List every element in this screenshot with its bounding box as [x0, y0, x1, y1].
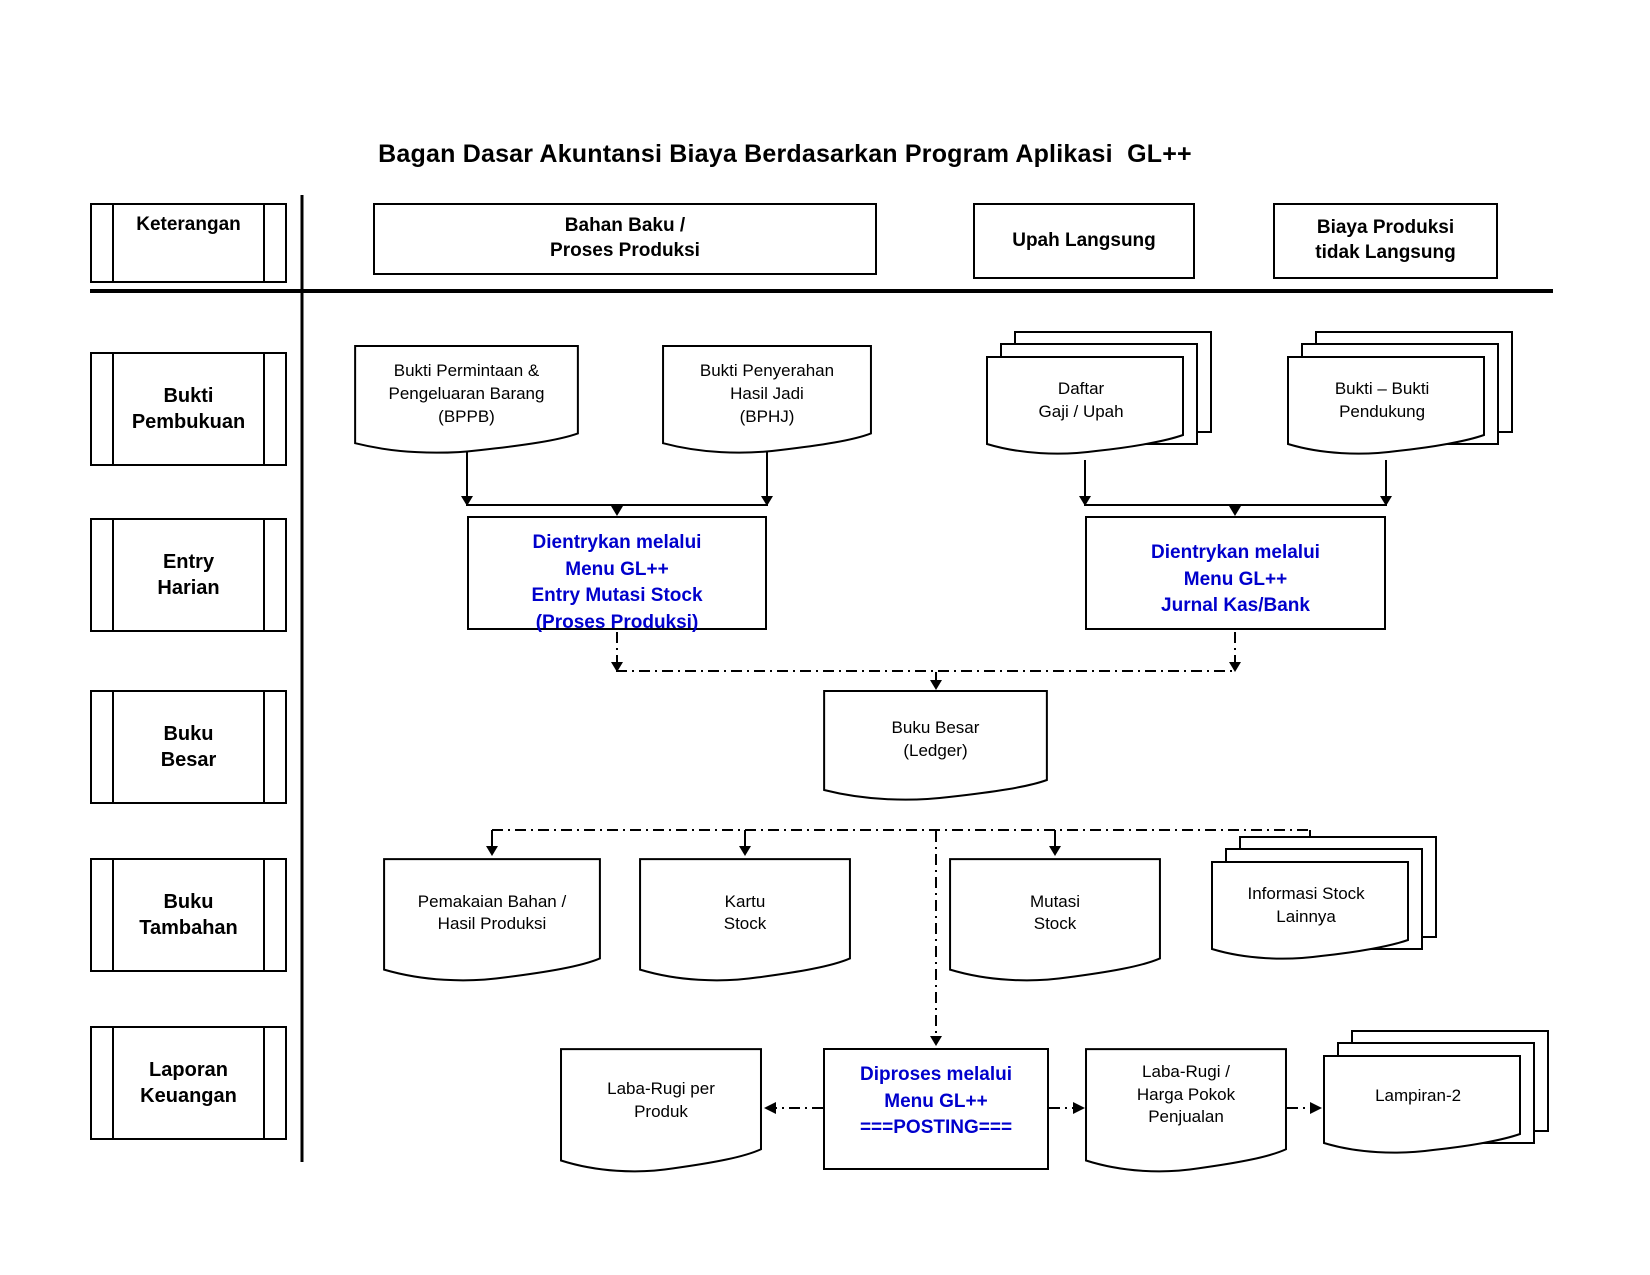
tab-bar	[112, 860, 114, 970]
tab-bar	[263, 205, 265, 281]
process-label: Dientrykan melalui Menu GL++ Entry Mutas…	[531, 532, 703, 633]
doc-label: Bukti – Bukti Pendukung	[1334, 378, 1430, 421]
doc-label: Bukti Permintaan & Pengeluaran Barang (B…	[388, 361, 545, 427]
doc-label: Bukti Penyerahan Hasil Jadi (BPHJ)	[699, 361, 835, 427]
tab-bar	[263, 692, 265, 802]
doc-kartu-stock: Kartu Stock	[639, 858, 851, 983]
legend-label: Buku Besar	[160, 723, 217, 771]
legend-label: Buku Tambahan	[139, 891, 238, 939]
doc-label: Daftar Gaji / Upah	[1038, 378, 1124, 421]
column-header-bahan-baku: Bahan Baku / Proses Produksi	[373, 203, 877, 275]
tab-bar	[112, 354, 114, 464]
legend-box-bukti-pembukuan: Bukti Pembukuan	[90, 352, 287, 466]
process-label: Dientrykan melalui Menu GL++ Jurnal Kas/…	[1151, 542, 1320, 617]
doc-laba-rugi-per-produk: Laba-Rugi per Produk	[560, 1048, 762, 1174]
doc-label: Mutasi Stock	[1029, 891, 1081, 934]
doc-mutasi-stock: Mutasi Stock	[949, 858, 1161, 983]
process-entry-mutasi-stock: Dientrykan melalui Menu GL++ Entry Mutas…	[467, 516, 767, 633]
legend-box-buku-tambahan: Buku Tambahan	[90, 858, 287, 972]
doc-label: Pemakaian Bahan / Hasil Produksi	[417, 891, 567, 934]
column-header-upah-langsung: Upah Langsung	[973, 203, 1195, 279]
document-shape	[560, 1048, 762, 1174]
stack-daftar-gaji: Daftar Gaji / Upah	[987, 357, 1183, 461]
tab-bar	[112, 520, 114, 630]
document-shape	[383, 858, 601, 983]
stack-informasi-stock: Informasi Stock Lainnya	[1212, 862, 1408, 966]
column-header-biaya-produksi: Biaya Produksi tidak Langsung	[1273, 203, 1498, 279]
legend-label: Laporan Keuangan	[140, 1059, 237, 1107]
legend-label: Entry Harian	[157, 551, 220, 599]
doc-bphj: Bukti Penyerahan Hasil Jadi (BPHJ)	[662, 345, 872, 455]
tab-bar	[263, 860, 265, 970]
process-jurnal-kas-bank: Dientrykan melalui Menu GL++ Jurnal Kas/…	[1085, 516, 1386, 630]
doc-buku-besar: Buku Besar (Ledger)	[823, 690, 1048, 802]
doc-label: Lampiran-2	[1375, 1086, 1462, 1106]
process-posting: Diproses melalui Menu GL++ ===POSTING===	[823, 1048, 1049, 1170]
tab-bar	[263, 354, 265, 464]
stack-bukti-pendukung: Bukti – Bukti Pendukung	[1288, 357, 1484, 461]
doc-label: Informasi Stock Lainnya	[1247, 883, 1365, 926]
stacked-documents-shape	[986, 331, 1212, 461]
doc-bppb: Bukti Permintaan & Pengeluaran Barang (B…	[354, 345, 579, 455]
document-shape	[662, 345, 872, 455]
legend-box-entry-harian: Entry Harian	[90, 518, 287, 632]
tab-bar	[112, 692, 114, 802]
document-shape	[1085, 1048, 1287, 1174]
stack-lampiran: Lampiran-2	[1324, 1056, 1520, 1160]
doc-label: Kartu Stock	[723, 891, 767, 934]
doc-pemakaian-bahan: Pemakaian Bahan / Hasil Produksi	[383, 858, 601, 983]
document-shape	[639, 858, 851, 983]
tab-bar	[112, 1028, 114, 1138]
process-label: Diproses melalui Menu GL++ ===POSTING===	[859, 1064, 1013, 1139]
legend-box-laporan-keuangan: Laporan Keuangan	[90, 1026, 287, 1140]
tab-bar	[112, 205, 114, 281]
document-shape	[949, 858, 1161, 983]
doc-label: Buku Besar (Ledger)	[891, 717, 980, 760]
legend-label: Bukti Pembukuan	[131, 385, 246, 433]
stacked-documents-shape	[1211, 836, 1437, 966]
doc-laba-rugi-hpp: Laba-Rugi / Harga Pokok Penjualan	[1085, 1048, 1287, 1174]
doc-label: Laba-Rugi / Harga Pokok Penjualan	[1136, 1061, 1236, 1127]
tab-bar	[263, 1028, 265, 1138]
legend-label: Keterangan	[136, 214, 241, 235]
doc-label: Laba-Rugi per Produk	[607, 1079, 715, 1122]
legend-box-buku-besar: Buku Besar	[90, 690, 287, 804]
document-shape	[354, 345, 579, 455]
stacked-documents-shape	[1287, 331, 1513, 461]
stacked-documents-shape	[1323, 1030, 1549, 1160]
legend-box-keterangan: Keterangan	[90, 203, 287, 283]
page-title: Bagan Dasar Akuntansi Biaya Berdasarkan …	[378, 140, 1192, 168]
tab-bar	[263, 520, 265, 630]
document-shape	[823, 690, 1048, 802]
